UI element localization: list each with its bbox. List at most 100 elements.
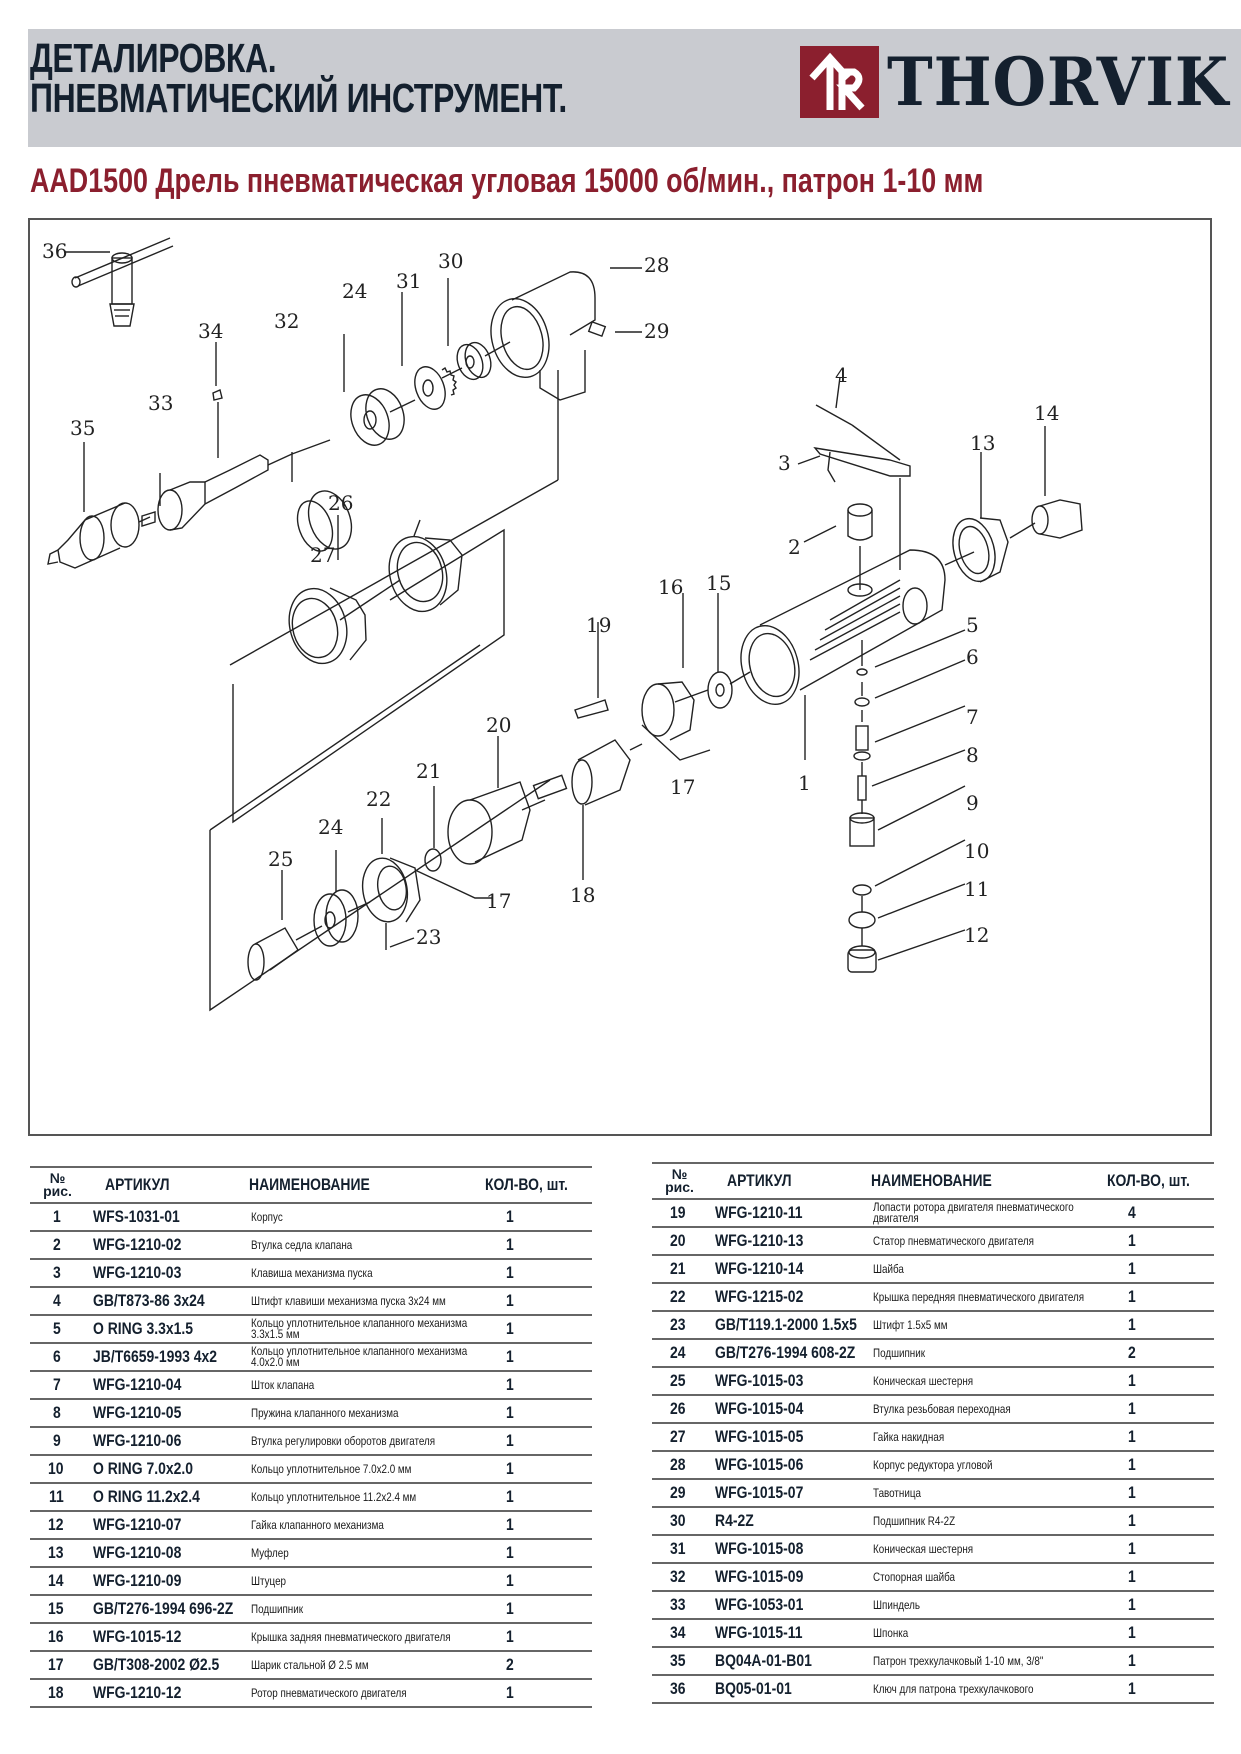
cell-sku: BQ04A-01-B01 [715, 1651, 812, 1670]
callout-6: 6 [966, 645, 979, 669]
cell-sku: WFG-1210-11 [715, 1203, 803, 1222]
callout-24-top: 24 [342, 279, 367, 303]
cell-sku: WFG-1015-12 [93, 1627, 182, 1646]
callout-27: 27 [310, 543, 335, 567]
cell-sku: WFG-1015-03 [715, 1371, 804, 1390]
cell-sku: WFG-1210-02 [93, 1235, 182, 1254]
cell-sku: WFG-1210-07 [93, 1515, 182, 1534]
part-18-rotor [532, 739, 643, 880]
cell-name: Штуцер [251, 1573, 287, 1588]
cell-num: 17 [48, 1655, 64, 1674]
callout-33: 33 [148, 391, 173, 415]
cell-qty: 1 [1128, 1315, 1136, 1334]
cell-num: 32 [670, 1567, 686, 1586]
cell-sku: WFG-1015-04 [715, 1399, 804, 1418]
callout-21: 21 [416, 759, 441, 783]
cell-qty: 1 [506, 1431, 514, 1450]
callout-5: 5 [966, 613, 979, 637]
cell-qty: 1 [1128, 1483, 1136, 1502]
part-15-bearing [707, 671, 733, 709]
callout-9: 9 [966, 791, 979, 815]
cell-name: Стопорная шайба [873, 1569, 955, 1584]
cell-qty: 1 [1128, 1427, 1136, 1446]
cell-qty: 1 [506, 1375, 514, 1394]
cell-num: 29 [670, 1483, 686, 1502]
part-13-muffler [952, 517, 1009, 583]
page-title: ДЕТАЛИРОВКА. ПНЕВМАТИЧЕСКИЙ ИНСТРУМЕНТ. [30, 38, 567, 119]
part-30-bearing [456, 341, 492, 381]
cell-num: 5 [52, 1319, 61, 1338]
col-qty-header: КОЛ-ВО, шт. [484, 1175, 568, 1194]
callout-34: 34 [198, 319, 223, 343]
cell-sku: GB/T276-1994 608-2Z [715, 1343, 856, 1362]
cell-num: 22 [670, 1287, 686, 1306]
cell-sku: GB/T308-2002 Ø2.5 [93, 1655, 220, 1674]
header-band [28, 29, 1241, 147]
part-27-union-nut [288, 587, 367, 665]
part-28-gear-housing [229, 271, 596, 666]
cell-num: 15 [48, 1599, 64, 1618]
part-14-fitting [1031, 499, 1083, 539]
cell-name: Кольцо уплотнительное 7.0x2.0 мм [251, 1461, 412, 1476]
cell-name: Подшипник [251, 1601, 304, 1616]
callout-7: 7 [966, 705, 979, 729]
cell-qty: 1 [506, 1347, 514, 1366]
cell-qty: 1 [1128, 1651, 1136, 1670]
cell-num: 28 [670, 1455, 686, 1474]
cell-qty: 1 [506, 1403, 514, 1422]
part-2-valve-bushing [847, 503, 873, 541]
cell-num: 27 [670, 1427, 686, 1446]
cell-name: Шпонка [873, 1625, 909, 1640]
subassembly-box-top [232, 528, 505, 824]
cell-qty: 1 [1128, 1371, 1136, 1390]
cell-sku: WFG-1210-03 [93, 1263, 182, 1282]
col-name-header: НАИМЕНОВАНИЕ [249, 1175, 370, 1194]
cell-sku: JB/T6659-1993 4x2 [93, 1347, 218, 1366]
cell-num: 31 [670, 1539, 686, 1558]
callout-labels: 36 35 33 34 32 24 31 30 28 29 4 3 14 13 … [42, 239, 1059, 949]
cell-qty: 1 [1128, 1231, 1136, 1250]
callout-12: 12 [964, 923, 989, 947]
table-header: № рис. АРТИКУЛ НАИМЕНОВАНИЕ КОЛ-ВО, шт. [652, 1162, 1214, 1200]
cell-num: 3 [52, 1263, 61, 1282]
part-21-washer [424, 848, 442, 872]
cell-num: 14 [48, 1571, 64, 1590]
col-num-header: № рис. [665, 1166, 694, 1195]
cell-name: Ключ для патрона трехкулачкового [873, 1681, 1034, 1696]
cell-name: Шпиндель [873, 1597, 921, 1612]
cell-qty: 4 [1128, 1203, 1136, 1222]
cell-num: 12 [48, 1515, 64, 1534]
col-qty-header: КОЛ-ВО, шт. [1106, 1171, 1190, 1190]
part-24-bearing-top [350, 388, 405, 446]
table-header: № рис. АРТИКУЛ НАИМЕНОВАНИЕ КОЛ-ВО, шт. [30, 1166, 592, 1204]
cell-name: Корпус редуктора угловой [873, 1457, 993, 1472]
cell-name: Тавотница [873, 1485, 921, 1500]
cell-num: 8 [52, 1403, 61, 1422]
parts-table-left: № рис. АРТИКУЛ НАИМЕНОВАНИЕ КОЛ-ВО, шт. … [30, 1166, 592, 1708]
callout-17-b: 17 [486, 889, 511, 913]
callout-35: 35 [70, 416, 95, 440]
callout-25: 25 [268, 847, 293, 871]
cell-sku: R4-2Z [715, 1511, 754, 1530]
cell-sku: WFG-1210-06 [93, 1431, 182, 1450]
callout-18: 18 [570, 883, 595, 907]
callout-1: 1 [798, 771, 811, 795]
part-32-lock-washer [291, 452, 353, 552]
cell-num: 11 [48, 1487, 64, 1506]
product-title: AAD1500 Дрель пневматическая угловая 150… [30, 162, 984, 200]
cell-name: Кольцо уплотнительное клапанного механиз… [251, 1316, 468, 1341]
part-24-bearing-bottom [313, 850, 359, 947]
